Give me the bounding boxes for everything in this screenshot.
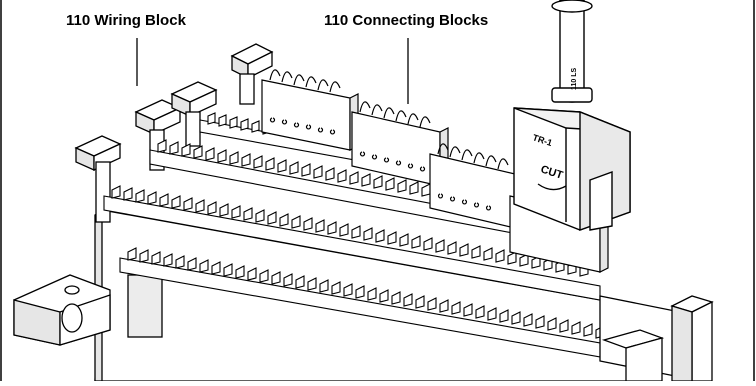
row-1-teeth [111,185,589,277]
tool-shaft-text: 110 LS [571,67,578,90]
wiring-block-label: 110 Wiring Block [66,12,186,29]
right-end-posts [599,295,714,382]
wiring-block-row-3 [149,139,561,243]
standoff-posts [74,43,274,223]
mounting-hole [64,285,80,295]
tool-shaft [559,0,585,97]
cut-arrow-icon [537,183,567,191]
punch-down-tool [513,0,631,231]
connecting-blocks-label: 110 Connecting Blocks [324,12,489,29]
wiring-block-row-2 [119,247,641,365]
